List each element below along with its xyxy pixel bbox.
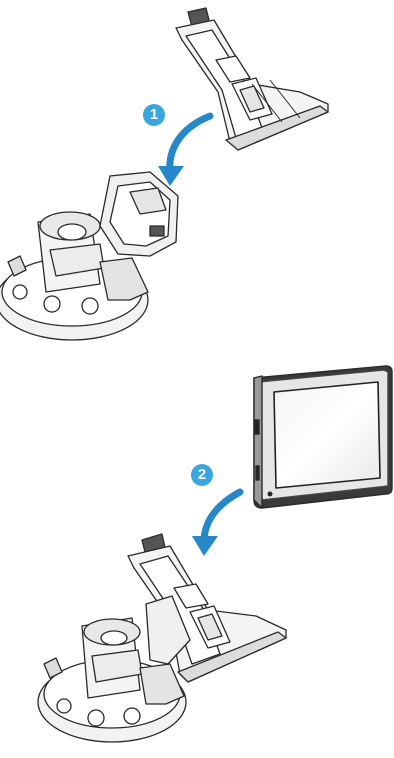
step-badge-1: 1 xyxy=(143,104,165,126)
suction-mount-icon xyxy=(38,596,190,742)
cradle-bracket-icon xyxy=(176,8,328,150)
suction-mount-icon xyxy=(0,172,178,340)
step-badge-2: 2 xyxy=(191,464,213,486)
gps-device-icon xyxy=(254,366,392,508)
curved-arrow-icon xyxy=(192,492,240,556)
curved-arrow-icon xyxy=(158,116,210,186)
